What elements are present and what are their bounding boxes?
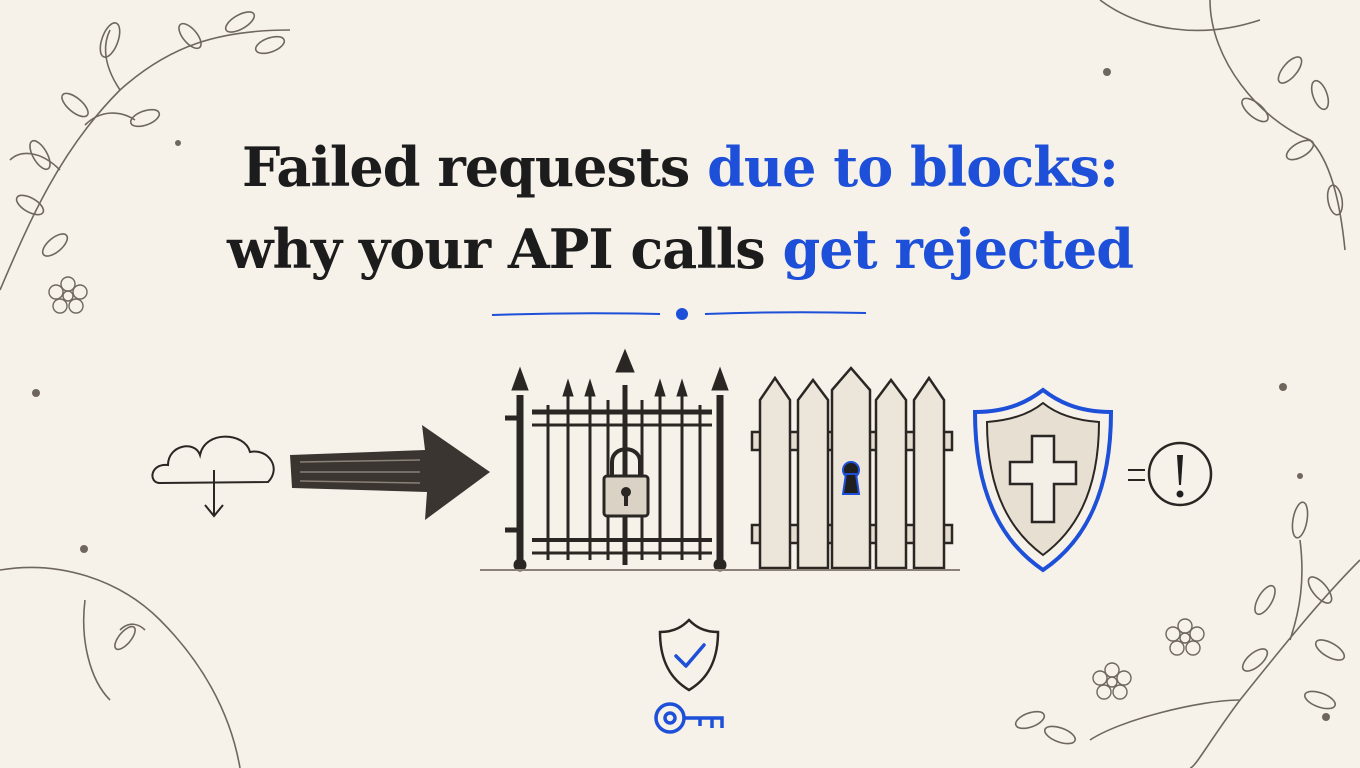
warning-icon — [1128, 441, 1213, 507]
vine-top-right-icon — [1099, 0, 1346, 251]
picket-fence-icon — [750, 366, 960, 571]
title-divider — [491, 308, 867, 320]
shield-check-icon — [658, 618, 720, 692]
shield-cross-icon — [972, 387, 1114, 573]
flower-left-icon — [48, 276, 88, 314]
headline-line-1-plain: Failed requests — [242, 135, 690, 199]
headline-line-1-accent: due to blocks: — [707, 135, 1119, 199]
iron-gate-icon — [480, 348, 760, 572]
vine-top-left-icon — [0, 11, 291, 291]
vine-bottom-right-icon — [1014, 501, 1360, 768]
headline-line-2-accent: get rejected — [782, 217, 1134, 281]
flower-right-icon — [1092, 618, 1205, 700]
vine-bottom-left-icon — [0, 566, 241, 768]
headline-line-2: why your API calls get rejected — [0, 222, 1360, 276]
decorative-dots — [32, 68, 1330, 721]
key-icon — [654, 702, 724, 734]
keyhole-icon — [841, 461, 861, 495]
cloud-download-icon — [151, 435, 275, 518]
padlock-icon — [602, 447, 650, 518]
headline-line-2-plain: why your API calls — [226, 217, 766, 281]
arrow-icon — [290, 425, 490, 520]
headline-line-1: Failed requests due to blocks: — [0, 140, 1360, 194]
